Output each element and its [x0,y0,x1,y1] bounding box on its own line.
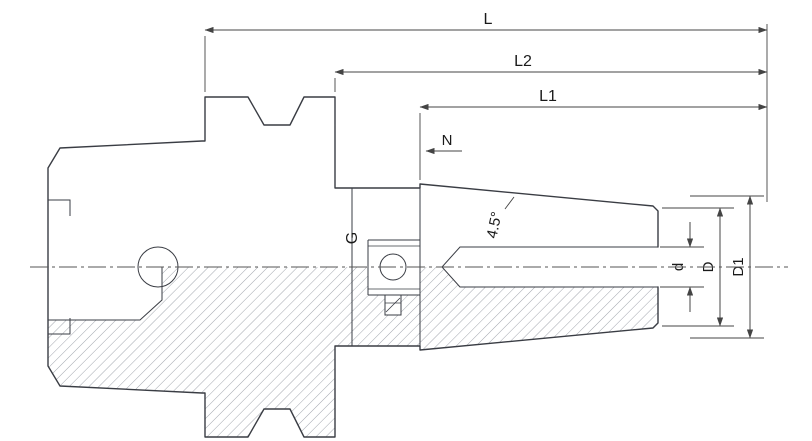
dimension-N: N [425,132,462,155]
dimension-L: L [204,11,768,202]
dim-label-L2: L2 [514,53,532,70]
part-outline-upper [47,96,659,268]
dimension-L2: L2 [334,53,768,92]
dim-label-G: G [344,232,361,244]
part-outline-lower [47,266,659,438]
section-hatching [48,267,658,437]
dim-label-L: L [484,11,493,28]
dimension-taper-angle: 4.5° [483,196,515,240]
dim-label-N: N [442,132,453,149]
set-screw [384,294,402,316]
dimension-G: G [344,232,361,244]
dim-label-L1: L1 [539,88,557,105]
dimension-L1: L1 [419,88,768,180]
dim-label-angle: 4.5° [483,210,505,240]
coolant-thread-bore [367,239,421,296]
